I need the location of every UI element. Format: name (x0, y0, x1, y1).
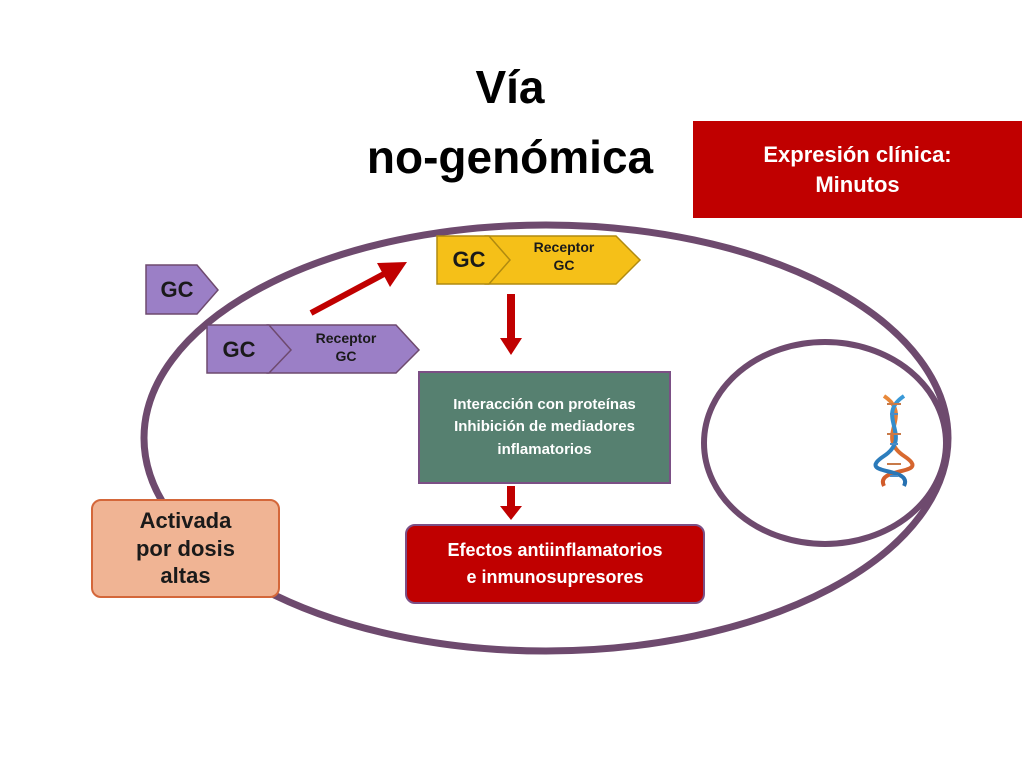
gc-free-arrow (145, 264, 219, 315)
activated-line-2: por dosis (135, 535, 235, 561)
interaction-line-3: inflamatorios (497, 440, 592, 458)
title-line-1: Vía (475, 61, 545, 113)
down-arrow-2 (500, 486, 522, 520)
interaction-box: Interacción con proteínas Inhibición de … (418, 371, 671, 484)
effects-line-1: Efectos antiinflamatorios (447, 540, 663, 560)
gc-free-label: GC (160, 277, 194, 302)
gc-lower-label: GC (222, 337, 256, 362)
receptor-gc-lower-label: Receptor GC (298, 330, 394, 365)
gc-upper-label: GC (452, 247, 486, 272)
activated-box: Activada por dosis altas (91, 499, 280, 598)
receptor-gc-lower-line2: GC (335, 347, 357, 364)
down-arrow-1 (500, 294, 522, 355)
receptor-gc-lower-line1: Receptor (315, 330, 377, 346)
clinical-expression-label: Expresión clínica: (763, 141, 952, 167)
effects-line-2: e inmunosupresores (466, 567, 644, 587)
gc-upper-shape (436, 235, 511, 285)
dna-icon (873, 394, 915, 487)
activated-line-1: Activada (139, 508, 232, 534)
receptor-gc-upper-label: Receptor GC (516, 239, 612, 274)
gc-lower-shape (206, 324, 293, 374)
receptor-gc-upper-line1: Receptor (533, 239, 595, 255)
clinical-expression-box: Expresión clínica: Minutos (693, 121, 1022, 218)
nucleus (701, 339, 949, 547)
interaction-line-1: Interacción con proteínas (453, 395, 636, 413)
activated-line-3: altas (160, 563, 211, 589)
diagonal-arrow (309, 262, 407, 316)
clinical-expression-value: Minutos (815, 171, 900, 197)
receptor-gc-upper-line2: GC (553, 256, 575, 273)
effects-box: Efectos antiinflamatorios e inmunosupres… (405, 524, 705, 604)
title-line-2: no-genómica (366, 131, 654, 183)
interaction-line-2: Inhibición de mediadores (454, 418, 635, 436)
